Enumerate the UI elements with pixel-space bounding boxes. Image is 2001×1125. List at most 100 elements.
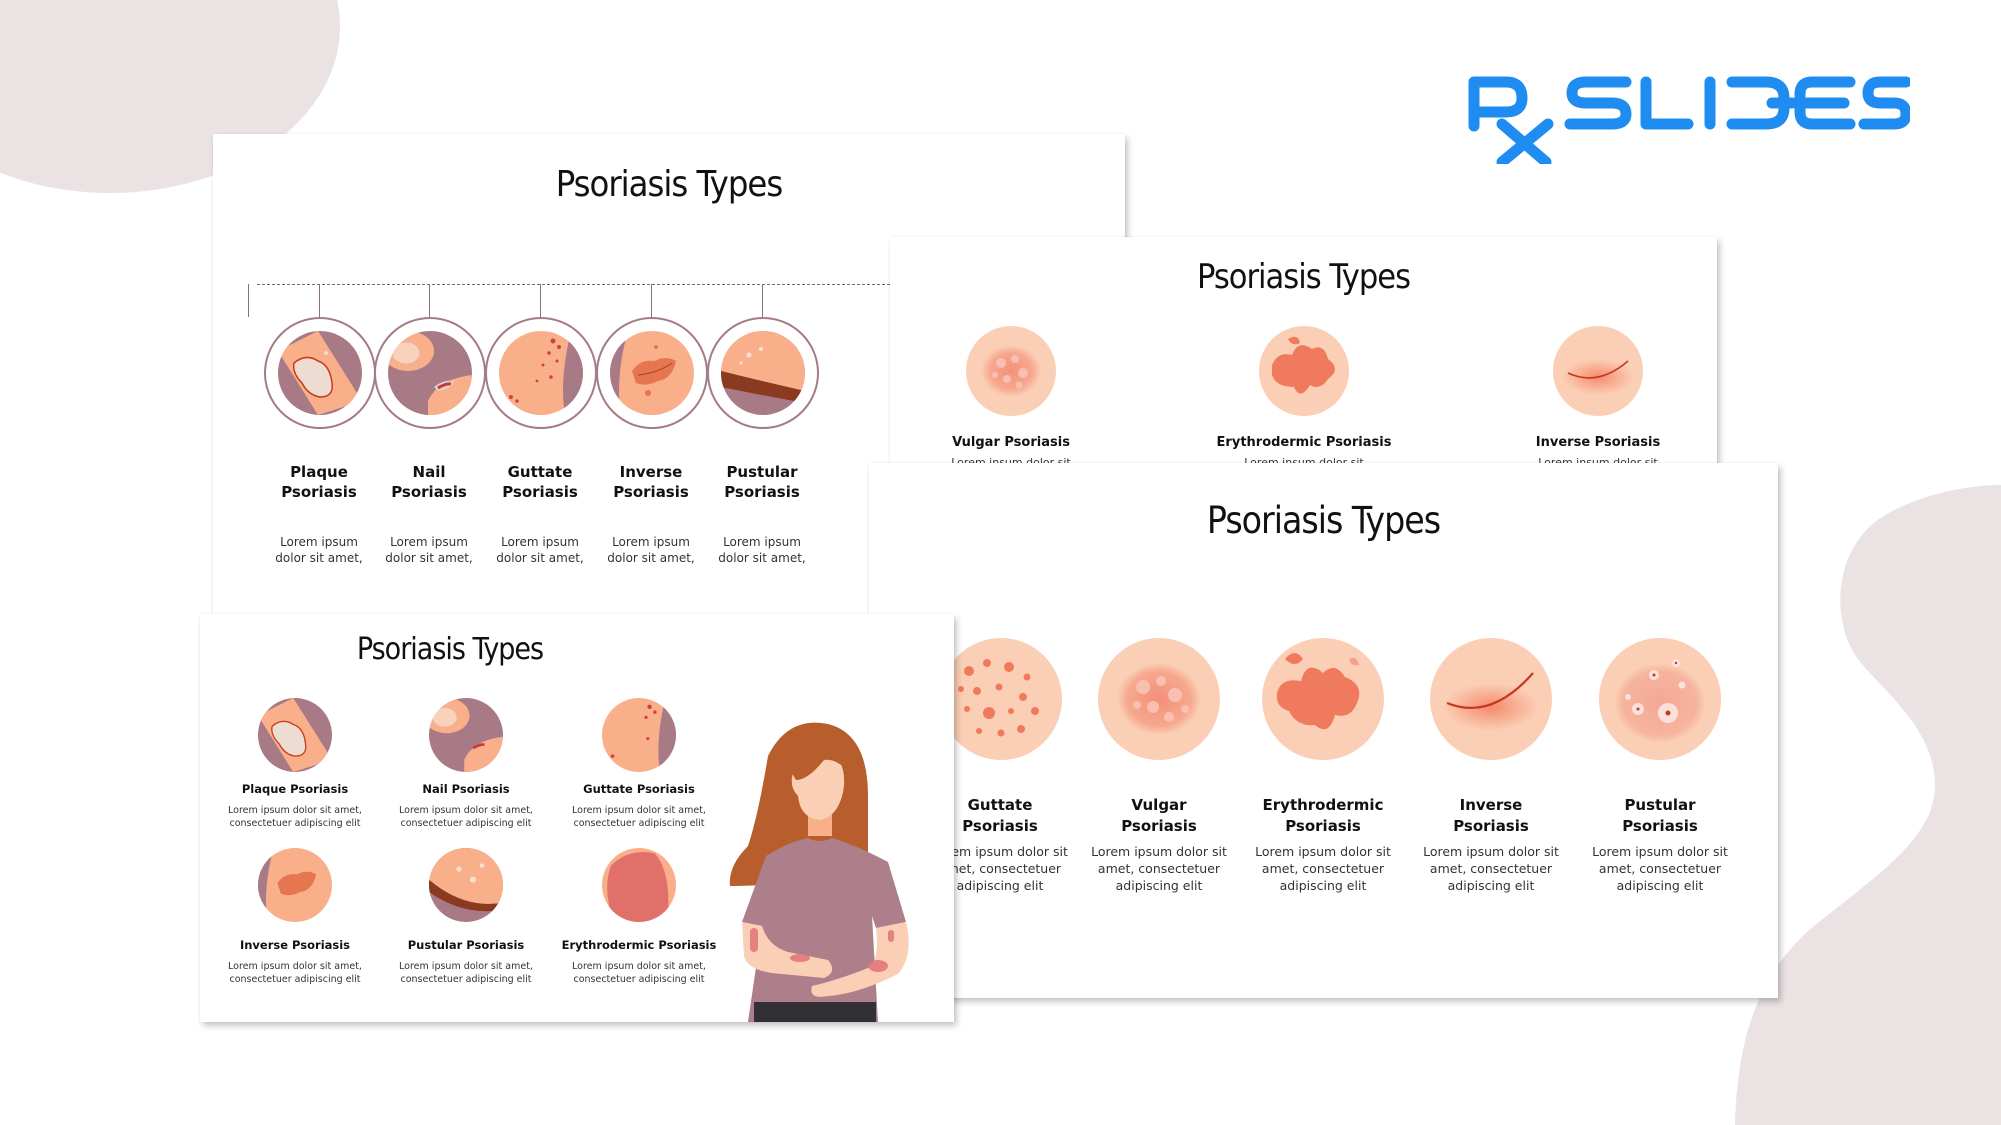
grid-item: Plaque Psoriasis Lorem ipsum dolor sit a… <box>210 782 380 830</box>
item-description: Lorem ipsum dolor sit <box>1423 844 1559 859</box>
item-label: Vulgar Psoriasis <box>952 435 1070 450</box>
item-label: Psoriasis <box>962 817 1038 835</box>
item-label: Erythrodermic Psoriasis <box>1216 435 1392 450</box>
pustular-psoriasis-icon <box>1599 638 1721 760</box>
grid-item: Erythrodermic Psoriasis Lorem ipsum dolo… <box>1243 795 1403 894</box>
item-description: Lorem ipsum <box>612 535 690 549</box>
item-label: Psoriasis <box>1622 817 1698 835</box>
vulgar-psoriasis-icon <box>966 326 1056 416</box>
item-label: Psoriasis <box>502 483 578 501</box>
item-label: Guttate <box>967 796 1033 814</box>
item-label: Psoriasis <box>391 483 467 501</box>
item-label: Inverse <box>619 463 683 481</box>
item-description: dolor sit amet, <box>385 551 473 565</box>
grid-item: Inverse Psoriasis Lorem ipsum dolor sit … <box>1411 795 1571 894</box>
slide-five-items[interactable]: Psoriasis Types Guttate Psoriasis Lorem … <box>869 463 1778 998</box>
guttate-psoriasis-icon <box>485 317 597 429</box>
erythrodermic-psoriasis-icon <box>1262 638 1384 760</box>
grid-item: Guttate Psoriasis Lorem ipsum dolor sit … <box>920 795 1080 894</box>
item-description: Lorem ipsum dolor sit <box>932 844 1068 859</box>
timeline-item: Pustular Psoriasis Lorem ipsum dolor sit… <box>697 462 827 566</box>
grid-item: Vulgar Psoriasis Lorem ipsum dolor sit a… <box>1079 795 1239 894</box>
timeline-item: Nail Psoriasis Lorem ipsum dolor sit ame… <box>364 462 494 566</box>
item-description: Lorem ipsum dolor sit <box>1255 844 1391 859</box>
item-description: dolor sit amet, <box>607 551 695 565</box>
background-blob-right <box>1735 485 2001 1125</box>
rx-slides-logo-icon <box>1468 76 1910 164</box>
item-label: Plaque Psoriasis <box>241 782 349 796</box>
item-description: Lorem ipsum dolor sit amet, <box>228 805 362 816</box>
item-description: consectetuer adipiscing elit <box>229 818 361 829</box>
guttate-psoriasis-icon <box>940 638 1062 760</box>
item-label: Psoriasis <box>724 483 800 501</box>
item-description: adipiscing elit <box>1447 878 1535 893</box>
timeline-item: Guttate Psoriasis Lorem ipsum dolor sit … <box>475 462 605 566</box>
inverse-psoriasis-icon <box>1430 638 1552 760</box>
woman-with-psoriasis-illustration <box>729 722 909 1022</box>
item-description: consectetuer adipiscing elit <box>573 974 705 985</box>
item-label: Psoriasis <box>613 483 689 501</box>
item-label: Inverse <box>1459 796 1523 814</box>
item-label: Inverse Psoriasis <box>239 938 351 952</box>
timeline-connector <box>319 284 320 317</box>
item-description: adipiscing elit <box>1616 878 1704 893</box>
plaque-psoriasis-icon <box>258 698 332 772</box>
item-label: Psoriasis <box>1453 817 1529 835</box>
item-label: Guttate Psoriasis <box>583 782 695 796</box>
item-label: Nail Psoriasis <box>422 782 510 796</box>
slide-timeline[interactable]: Psoriasis Types <box>213 134 1125 634</box>
item-description: Lorem ipsum dolor sit <box>1592 844 1728 859</box>
item-description: amet, consectetuer <box>938 861 1062 876</box>
slide-title: Psoriasis Types <box>555 164 783 205</box>
item-description: adipiscing elit <box>1279 878 1367 893</box>
item-description: Lorem ipsum dolor sit amet, <box>572 961 706 972</box>
vulgar-psoriasis-icon <box>1098 638 1220 760</box>
item-label: Erythrodermic <box>1262 796 1384 814</box>
grid-item: Nail Psoriasis Lorem ipsum dolor sit ame… <box>381 782 551 830</box>
item-label: Pustular <box>726 463 798 481</box>
item-description: Lorem ipsum dolor sit amet, <box>572 805 706 816</box>
timeline-item: Inverse Psoriasis Lorem ipsum dolor sit … <box>586 462 716 566</box>
inverse-psoriasis-icon <box>596 317 708 429</box>
inverse-psoriasis-icon <box>258 848 332 922</box>
erythrodermic-psoriasis-icon <box>1259 326 1349 416</box>
item-label: Guttate <box>507 463 573 481</box>
item-label: Vulgar <box>1131 796 1187 814</box>
erythrodermic-psoriasis-icon <box>602 848 676 922</box>
item-description: Lorem ipsum <box>501 535 579 549</box>
item-label: Plaque <box>290 463 348 481</box>
item-description: Lorem ipsum <box>390 535 468 549</box>
timeline-connector <box>540 284 541 317</box>
item-description: consectetuer adipiscing elit <box>400 974 532 985</box>
item-description: amet, consectetuer <box>1097 861 1221 876</box>
item-description: amet, consectetuer <box>1429 861 1553 876</box>
slide-grid-woman[interactable]: Psoriasis Types Plaque Psoriasis Lorem i… <box>200 614 954 1022</box>
nail-psoriasis-icon <box>374 317 486 429</box>
item-description: Lorem ipsum <box>280 535 358 549</box>
item-label: Pustular Psoriasis <box>407 938 525 952</box>
item-description: adipiscing elit <box>1115 878 1203 893</box>
timeline-connector <box>248 284 249 317</box>
item-description: dolor sit amet, <box>496 551 584 565</box>
timeline-connector <box>429 284 430 317</box>
timeline-dashed-line <box>257 284 1125 285</box>
grid-item: Erythrodermic Psoriasis Lorem ipsum dolo… <box>554 938 724 986</box>
item-label: Erythrodermic Psoriasis <box>561 938 717 952</box>
item-description: Lorem ipsum dolor sit amet, <box>399 961 533 972</box>
grid-item: Guttate Psoriasis Lorem ipsum dolor sit … <box>554 782 724 830</box>
item-description: consectetuer adipiscing elit <box>573 818 705 829</box>
timeline-connector <box>651 284 652 317</box>
item-description: amet, consectetuer <box>1598 861 1722 876</box>
guttate-psoriasis-icon <box>602 698 676 772</box>
slide-title: Psoriasis Types <box>356 632 544 667</box>
item-description: consectetuer adipiscing elit <box>400 818 532 829</box>
slide-title: Psoriasis Types <box>1206 499 1441 542</box>
item-description: dolor sit amet, <box>275 551 363 565</box>
pustular-psoriasis-icon <box>707 317 819 429</box>
timeline-item: Plaque Psoriasis Lorem ipsum dolor sit a… <box>254 462 384 566</box>
item-description: amet, consectetuer <box>1261 861 1385 876</box>
item-description: Lorem ipsum <box>723 535 801 549</box>
grid-item: Pustular Psoriasis Lorem ipsum dolor sit… <box>381 938 551 986</box>
pustular-psoriasis-icon <box>429 848 503 922</box>
item-description: adipiscing elit <box>956 878 1044 893</box>
